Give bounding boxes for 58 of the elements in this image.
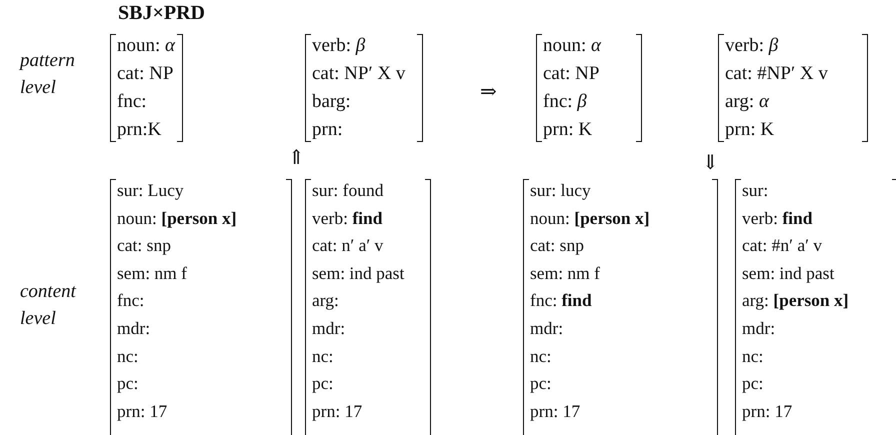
attribute-line: sur: Lucy bbox=[117, 179, 185, 202]
attribute-line: cat: snp bbox=[117, 234, 172, 258]
attribute-line: prn: bbox=[312, 118, 344, 142]
attribute-line: prn: 17 bbox=[312, 400, 364, 423]
double-arrow-right: ⇒ bbox=[480, 82, 497, 102]
level-label: content level bbox=[20, 280, 78, 331]
attribute-line: verb: find bbox=[742, 206, 814, 230]
attribute-line: prn: K bbox=[543, 118, 594, 142]
double-arrow-down: ⇓ bbox=[702, 153, 719, 173]
attribute-line: cat: n′ a′ v bbox=[312, 234, 384, 258]
attribute-line: verb: β bbox=[725, 34, 780, 58]
attribute-line: mdr: bbox=[742, 316, 776, 340]
attribute-line: barg: bbox=[312, 90, 352, 114]
attribute-line: sur: found bbox=[312, 179, 384, 202]
attribute-line: fnc: bbox=[117, 289, 146, 312]
attribute-line: sur: bbox=[742, 179, 770, 202]
attribute-line: nc: bbox=[117, 344, 140, 368]
attribute-line: sem: ind past bbox=[312, 262, 406, 285]
attribute-line: verb: find bbox=[312, 206, 384, 230]
attribute-line: fnc: find bbox=[530, 289, 593, 312]
attribute-line: pc: bbox=[742, 372, 764, 396]
attribute-line: nc: bbox=[312, 344, 334, 368]
attribute-line: sem: ind past bbox=[742, 262, 836, 285]
attribute-line: noun: [person x] bbox=[117, 206, 238, 230]
attribute-line: arg: bbox=[312, 289, 340, 312]
attribute-line: prn: 17 bbox=[117, 400, 168, 423]
attribute-line: pc: bbox=[312, 372, 334, 396]
attribute-line: prn: 17 bbox=[742, 400, 794, 423]
attribute-line: mdr: bbox=[530, 316, 564, 340]
double-arrow-up: ⇑ bbox=[288, 148, 305, 168]
attribute-line: noun: [person x] bbox=[530, 206, 651, 230]
attribute-line: cat: NP′ X v bbox=[312, 62, 406, 86]
attribute-line: arg: α bbox=[725, 90, 770, 114]
attribute-line: cat: NP bbox=[117, 62, 174, 86]
attribute-line: prn:K bbox=[117, 118, 162, 142]
attribute-line: pc: bbox=[117, 372, 140, 396]
attribute-line: prn: K bbox=[725, 118, 776, 142]
attribute-line: sem: nm f bbox=[530, 262, 601, 285]
attribute-line: pc: bbox=[530, 372, 552, 396]
attribute-line: noun: α bbox=[117, 34, 176, 58]
attribute-line: nc: bbox=[530, 344, 552, 368]
attribute-line: mdr: bbox=[117, 316, 152, 340]
level-label: pattern level bbox=[20, 49, 76, 100]
attribute-line: sem: nm f bbox=[117, 262, 188, 285]
attribute-line: mdr: bbox=[312, 316, 346, 340]
attribute-line: prn: 17 bbox=[530, 400, 582, 423]
rule-title: SBJ×PRD bbox=[118, 2, 205, 25]
attribute-line: nc: bbox=[742, 344, 764, 368]
attribute-line: cat: #NP′ X v bbox=[725, 62, 829, 86]
attribute-line: verb: β bbox=[312, 34, 366, 58]
attribute-line: cat: #n′ a′ v bbox=[742, 234, 824, 258]
attribute-line: sur: lucy bbox=[530, 179, 592, 202]
attribute-line: arg: [person x] bbox=[742, 289, 850, 312]
attribute-line: cat: snp bbox=[530, 234, 585, 258]
attribute-line: fnc: bbox=[117, 90, 148, 114]
attribute-line: noun: α bbox=[543, 34, 602, 58]
attribute-line: fnc: β bbox=[543, 90, 588, 114]
attribute-line: cat: NP bbox=[543, 62, 600, 86]
